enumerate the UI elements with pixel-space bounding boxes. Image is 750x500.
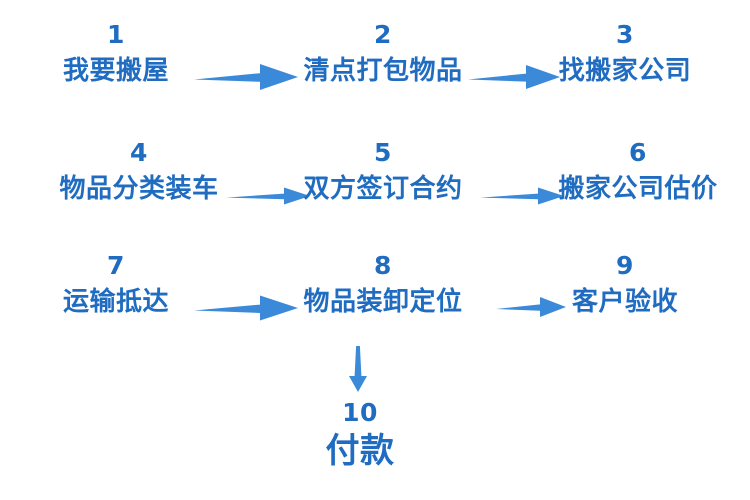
arrow-8-to-10-icon	[345, 346, 371, 392]
flow-step-7: 7 运输抵达	[63, 253, 169, 315]
step-number-6: 6	[629, 138, 647, 167]
step-label-4: 物品分类装车	[59, 174, 219, 204]
step-label-7: 运输抵达	[62, 287, 170, 317]
step-label-8: 物品装卸定位	[303, 287, 463, 317]
arrow-1-to-2-icon	[194, 60, 298, 94]
flow-step-4: 4 物品分类装车	[59, 140, 218, 202]
flow-step-3: 3 找搬家公司	[559, 22, 692, 84]
flow-step-6: 6 搬家公司估价	[558, 140, 717, 202]
step-number-3: 3	[616, 20, 634, 49]
step-label-6: 搬家公司估价	[558, 174, 718, 204]
arrow-5-to-6-icon	[480, 185, 564, 207]
step-label-10: 付款	[325, 431, 395, 471]
step-label-9: 客户验收	[571, 287, 679, 317]
step-number-2: 2	[374, 20, 392, 49]
step-number-7: 7	[107, 251, 125, 280]
step-number-8: 8	[374, 251, 392, 280]
arrow-2-to-3-icon	[468, 61, 560, 93]
flow-step-5: 5 双方签订合约	[303, 140, 462, 202]
step-label-3: 找搬家公司	[558, 56, 692, 86]
step-label-2: 清点打包物品	[303, 56, 463, 86]
step-number-1: 1	[107, 20, 125, 49]
step-label-5: 双方签订合约	[303, 174, 463, 204]
step-number-5: 5	[374, 138, 392, 167]
flow-step-2: 2 清点打包物品	[303, 22, 462, 84]
flow-step-9: 9 客户验收	[572, 253, 678, 315]
arrow-7-to-8-icon	[194, 292, 298, 324]
step-number-10: 10	[342, 398, 378, 427]
step-label-1: 我要搬屋	[62, 56, 170, 86]
arrow-4-to-5-icon	[226, 185, 310, 207]
flow-step-10: 10 付款	[326, 400, 395, 468]
step-number-9: 9	[616, 251, 634, 280]
arrow-8-to-9-icon	[496, 294, 566, 320]
flow-step-1: 1 我要搬屋	[63, 22, 169, 84]
step-number-4: 4	[130, 138, 148, 167]
flow-step-8: 8 物品装卸定位	[303, 253, 462, 315]
